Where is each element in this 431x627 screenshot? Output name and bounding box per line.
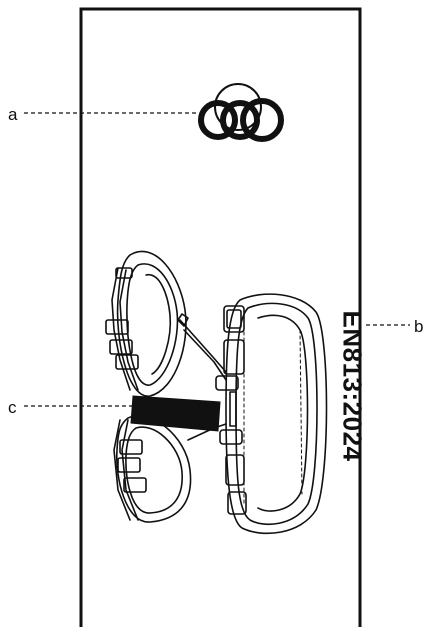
callout-a: a xyxy=(8,105,18,124)
callout-b: b xyxy=(414,317,424,336)
label-frame xyxy=(79,7,362,627)
black-band xyxy=(130,395,221,432)
harness-icon xyxy=(105,250,328,535)
rings-logo-icon xyxy=(198,83,284,142)
standard-marking: EN813:2024 xyxy=(337,310,368,462)
callout-c: c xyxy=(8,398,17,417)
